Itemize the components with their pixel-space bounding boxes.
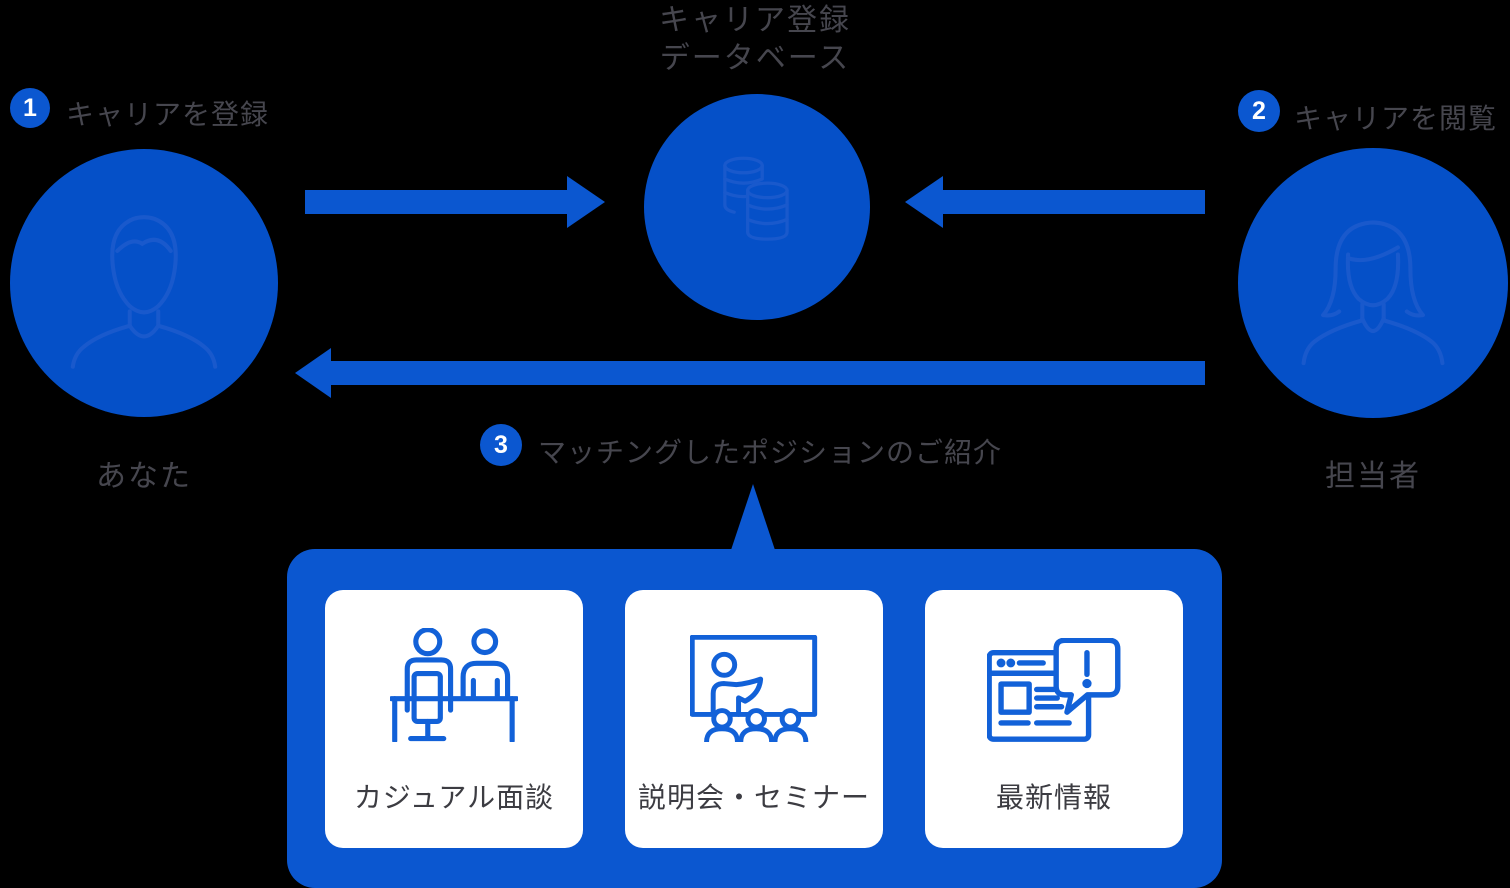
left-actor-circle xyxy=(10,149,278,417)
arrow-browse-icon xyxy=(905,176,1205,228)
arrow-introduction-icon xyxy=(295,348,1205,398)
step-1-number: 1 xyxy=(23,93,37,122)
card-latest-news-label: 最新情報 xyxy=(995,782,1112,813)
female-user-icon xyxy=(1301,220,1445,366)
step-1-badge: 1 xyxy=(10,88,50,128)
step-2-badge: 2 xyxy=(1238,90,1280,132)
database-circle xyxy=(644,94,870,320)
card-latest-news: 最新情報 xyxy=(925,590,1183,848)
card-seminar: 説明会・セミナー xyxy=(625,590,883,848)
step-3-label: マッチングしたポジションのご紹介 xyxy=(538,437,1003,468)
database-icon xyxy=(723,156,789,241)
panel-pointer-icon xyxy=(731,484,775,550)
news-icon xyxy=(987,590,1121,742)
step-1-label: キャリアを登録 xyxy=(66,99,270,130)
database-title-line1: キャリア登録 xyxy=(659,4,851,37)
left-actor-label: あなた xyxy=(96,460,192,493)
database-title: キャリア登録 データベース xyxy=(659,2,851,78)
step-3-number: 3 xyxy=(494,430,508,459)
step-2-label: キャリアを閲覧 xyxy=(1294,103,1498,134)
card-casual-interview: カジュアル面談 xyxy=(325,590,583,848)
right-actor-label: 担当者 xyxy=(1325,460,1421,493)
benefits-panel: カジュアル面談 説明会・セミナー xyxy=(287,549,1222,888)
arrow-register-icon xyxy=(305,176,605,228)
step-3-badge: 3 xyxy=(480,424,522,466)
right-actor-circle xyxy=(1238,148,1508,418)
interview-icon xyxy=(390,590,518,742)
male-user-icon xyxy=(70,215,218,369)
database-title-line2: データベース xyxy=(659,42,851,75)
step-2-number: 2 xyxy=(1252,96,1266,125)
card-seminar-label: 説明会・セミナー xyxy=(637,782,870,813)
card-casual-interview-label: カジュアル面談 xyxy=(353,782,555,813)
seminar-icon xyxy=(690,590,818,742)
